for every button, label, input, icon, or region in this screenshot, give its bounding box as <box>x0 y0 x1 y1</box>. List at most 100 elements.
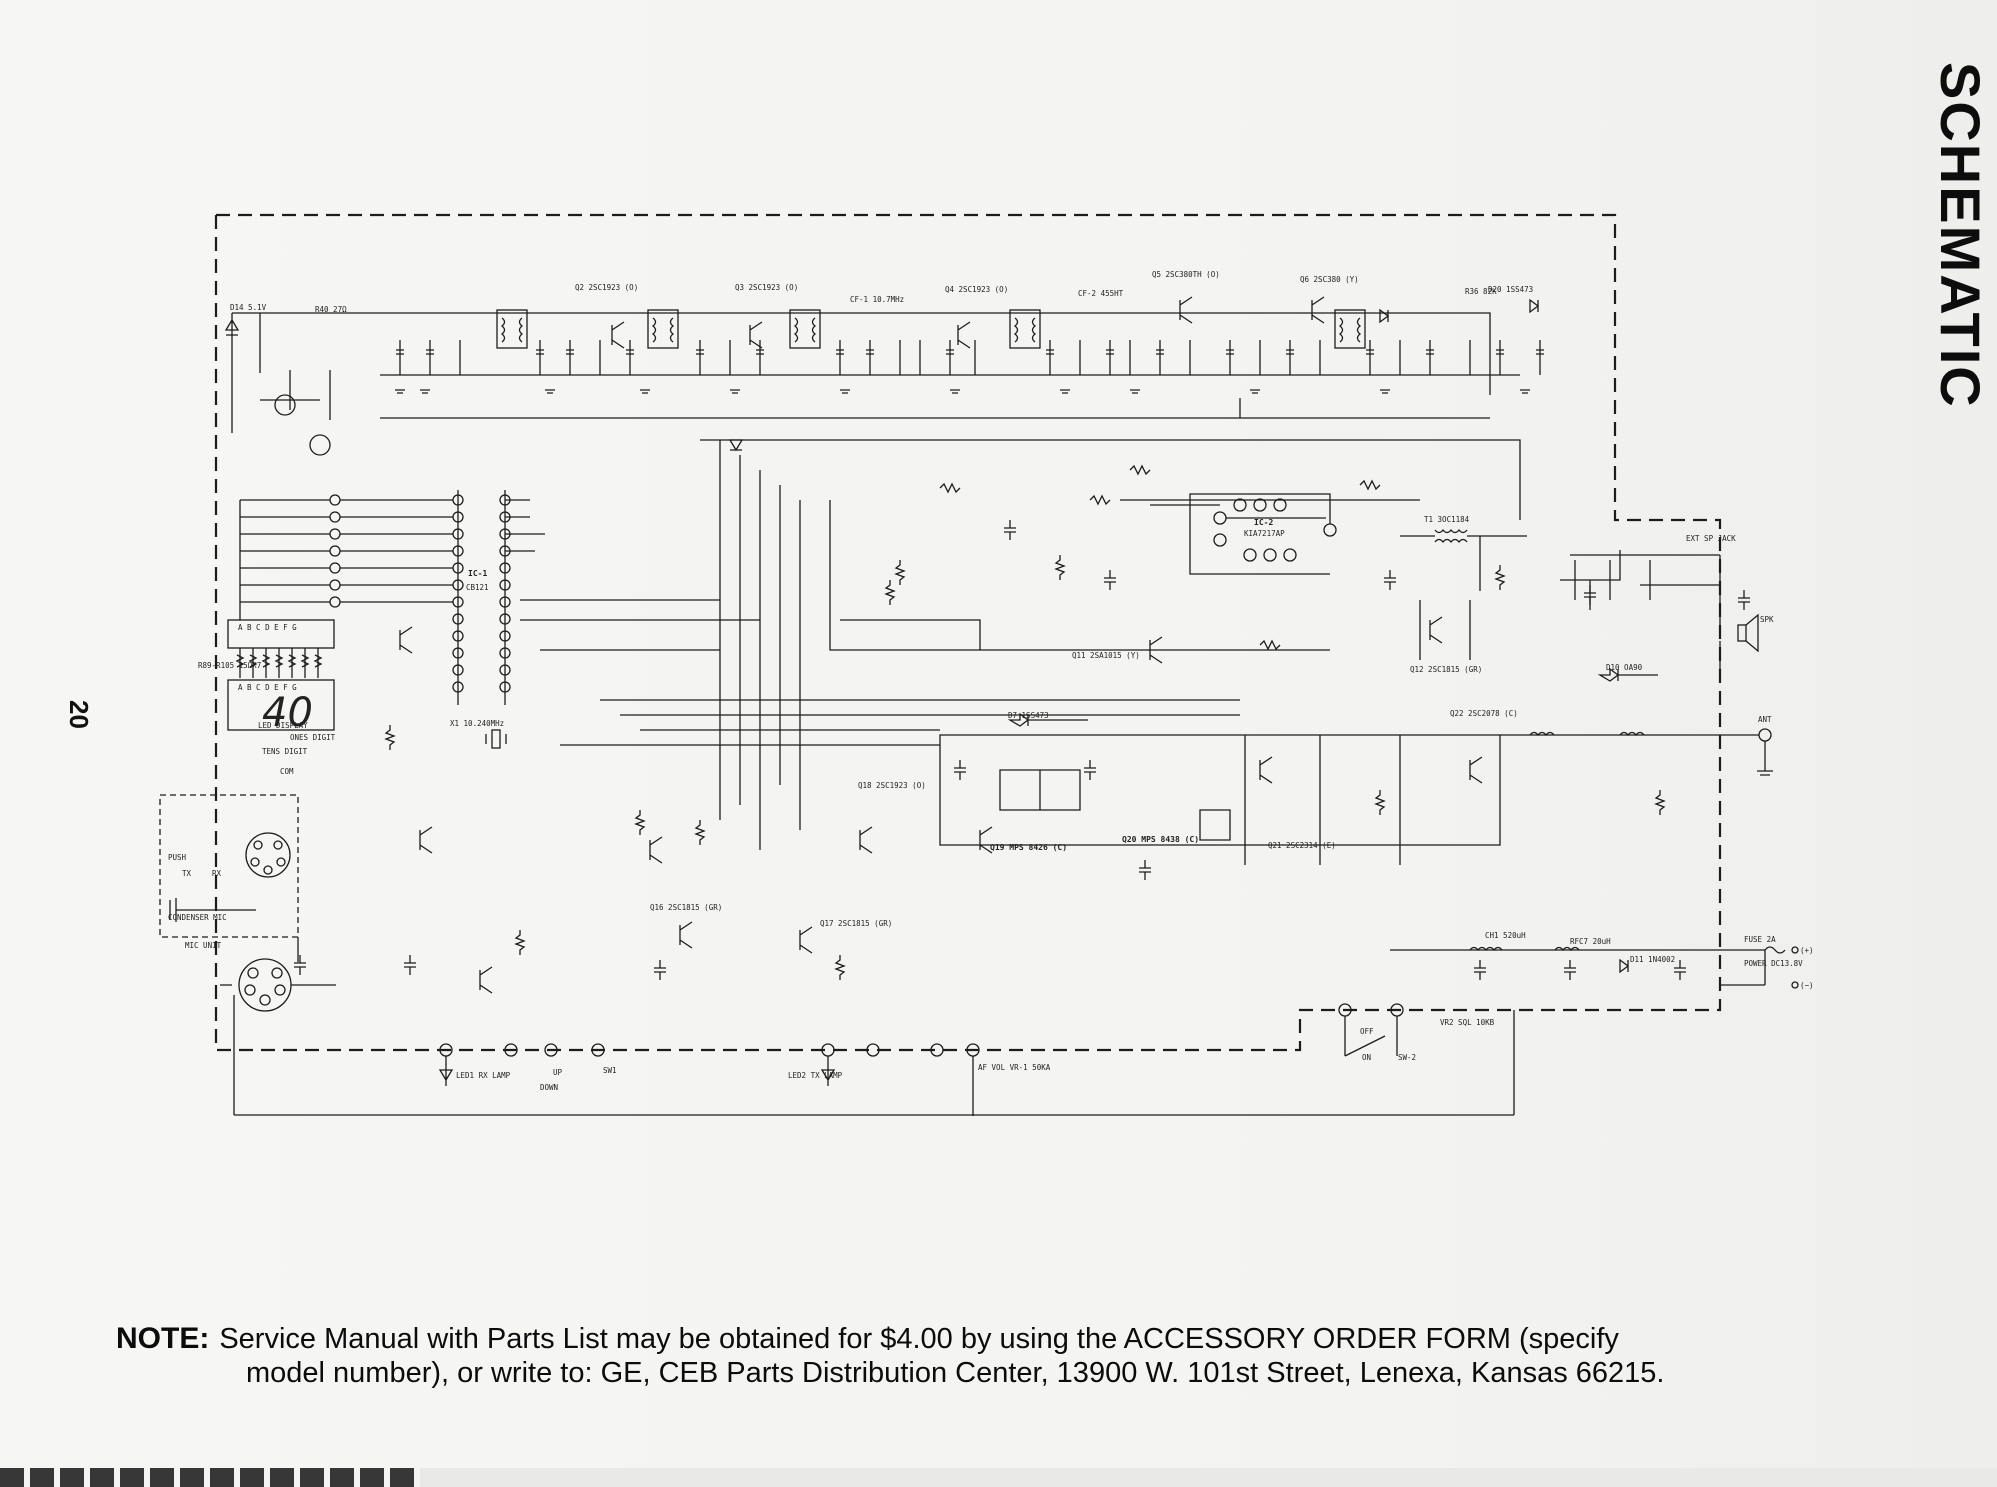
ones-digit-label: ONES DIGIT <box>290 733 336 742</box>
crystal-label: X1 10.240MHz <box>450 719 504 728</box>
q16-label: Q16 2SC1815 (GR) <box>650 903 722 912</box>
ic2-block: IC-2 KIA7217AP <box>1150 493 1337 575</box>
q3-label: Q3 2SC1923 (O) <box>735 283 798 292</box>
transistor-row-top <box>611 296 1325 349</box>
note-text-1: Service Manual with Parts List may be ob… <box>219 1323 1619 1355</box>
bottom-connector-row <box>233 995 1515 1116</box>
resistor-array-label: R89-R105 15ΩX7 <box>198 661 261 670</box>
ant-label: ANT <box>1758 715 1772 724</box>
d10-label: D10 OA90 <box>1606 663 1643 672</box>
page-edge-fill <box>420 1468 1997 1487</box>
if-transformer-l3 <box>789 309 821 349</box>
down-label: DOWN <box>540 1083 558 1092</box>
regulator-cluster <box>224 313 331 456</box>
mic-unit-box: PUSH TX RX CONDENSER MIC MIC UNIT <box>159 794 299 950</box>
rail-agc <box>700 439 1521 520</box>
q21-label: Q21 2SC2314 (E) <box>1268 841 1336 850</box>
q20-label: Q20 MPS 8438 (C) <box>1122 835 1199 844</box>
cf1-label: CF-1 10.7MHz <box>850 295 904 304</box>
sw2-label: SW-2 <box>1398 1053 1416 1062</box>
power-label: POWER DC13.8V <box>1744 959 1803 968</box>
tx-section <box>939 731 1720 865</box>
rfc7-label: RFC7 20uH <box>1570 937 1611 946</box>
led1-label: LED1 RX LAMP <box>456 1071 511 1080</box>
fuse-label: FUSE 2A <box>1744 935 1776 944</box>
d11-label: D11 1N4002 <box>1630 955 1675 964</box>
q12-label: Q12 2SC1815 (GR) <box>1410 665 1482 674</box>
segment-letters-bottom: A B C D E F G <box>238 683 297 692</box>
cf2-label: CF-2 455HT <box>1078 289 1124 298</box>
off-label: OFF <box>1360 1027 1374 1036</box>
service-manual-note: NOTE: Service Manual with Parts List may … <box>116 1322 1916 1390</box>
spk-label: SPK <box>1760 615 1774 624</box>
resistor-symbols <box>384 464 1666 980</box>
power-input <box>1390 946 1799 989</box>
note-line-1: NOTE: Service Manual with Parts List may … <box>116 1322 1916 1356</box>
q2-label: Q2 2SC1923 (O) <box>575 283 638 292</box>
ic2-part: KIA7217AP <box>1244 529 1285 538</box>
note-label: NOTE: <box>116 1322 210 1355</box>
transistor-symbols-mid <box>399 616 1483 994</box>
speaker <box>1570 554 1759 681</box>
t1-label: T1 3OC1184 <box>1424 515 1470 524</box>
ic1-part: CB121 <box>466 583 489 592</box>
if-transformer-l2 <box>647 309 679 349</box>
led2-label: LED2 TX LAMP <box>788 1071 843 1080</box>
left-connector-pins <box>239 494 453 620</box>
mic-connector <box>220 937 336 1012</box>
condenser-mic-label: CONDENSER MIC <box>168 913 227 922</box>
push-label: PUSH <box>168 853 187 862</box>
led-display-digits: 40 <box>262 690 313 736</box>
note-text-2: model number), or write to: GE, CEB Part… <box>246 1357 1665 1389</box>
if-transformer-l1 <box>496 309 528 349</box>
q4-label: Q4 2SC1923 (O) <box>945 285 1008 294</box>
q18-label: Q18 2SC1923 (O) <box>858 781 926 790</box>
page-number: 20 <box>64 700 94 729</box>
q17-label: Q17 2SC1815 (GR) <box>820 919 892 928</box>
ch1-label: CH1 520uH <box>1485 931 1526 940</box>
segment-letters-top: A B C D E F G <box>238 623 297 632</box>
mic-unit-label: MIC UNIT <box>185 941 222 950</box>
tens-digit-label: TENS DIGIT <box>262 747 308 756</box>
diode-symbols <box>728 298 1658 974</box>
up-label: UP <box>553 1068 563 1077</box>
com-label: COM <box>280 767 294 776</box>
d20-label: D20 1SS473 <box>1488 285 1533 294</box>
board-outline <box>214 213 1722 1052</box>
tx-label: TX <box>182 869 192 878</box>
ic1-block: IC-1 CB121 <box>452 490 511 705</box>
wiring-bundle <box>505 440 1651 850</box>
supply-rail-top <box>232 312 1491 395</box>
q19-label: Q19 MPS 8426 (C) <box>990 843 1067 852</box>
capacitor-symbols <box>294 520 1750 980</box>
q6-label: Q6 2SC380 (Y) <box>1300 275 1359 284</box>
r36-label: R36 82K <box>1465 287 1497 296</box>
led-display-block: A B C D E F G R89-R105 15ΩX7 A B C D E F… <box>198 619 336 776</box>
sql-label: VR2 SQL 10KB <box>1440 1018 1495 1027</box>
if-transformer-l4 <box>1009 309 1041 349</box>
d14-label: D14 5.1V <box>230 303 267 312</box>
r40-label: R40 27Ω <box>315 305 347 314</box>
af-vol-label: AF VOL VR-1 50KA <box>978 1063 1051 1072</box>
on-label: ON <box>1362 1053 1371 1062</box>
rx-label: RX <box>212 869 222 878</box>
ground-symbols-top <box>395 389 1530 394</box>
transformer-t1 <box>1400 528 1527 591</box>
if-transformer-l5 <box>1334 309 1366 349</box>
antenna <box>1720 728 1773 776</box>
led-display-label: LED DISPLAY <box>258 721 308 730</box>
top-strip-components <box>396 340 1544 375</box>
ext-sp-jack-label: EXT SP JACK <box>1686 534 1736 543</box>
q5-label: Q5 2SC380TH (O) <box>1152 270 1220 279</box>
power-plus-label: (+) <box>1800 946 1814 955</box>
ic1-label: IC-1 <box>468 569 487 578</box>
q22-label: Q22 2SC2078 (C) <box>1450 709 1518 718</box>
q11-label: Q11 2SA1015 (Y) <box>1072 651 1140 660</box>
sw1-label: SW1 <box>603 1066 617 1075</box>
power-minus-label: (−) <box>1800 981 1814 990</box>
page-side-title: SCHEMATIC <box>1929 62 1992 409</box>
ic2-label: IC-2 <box>1254 518 1273 527</box>
crystal-x1 <box>485 729 507 749</box>
